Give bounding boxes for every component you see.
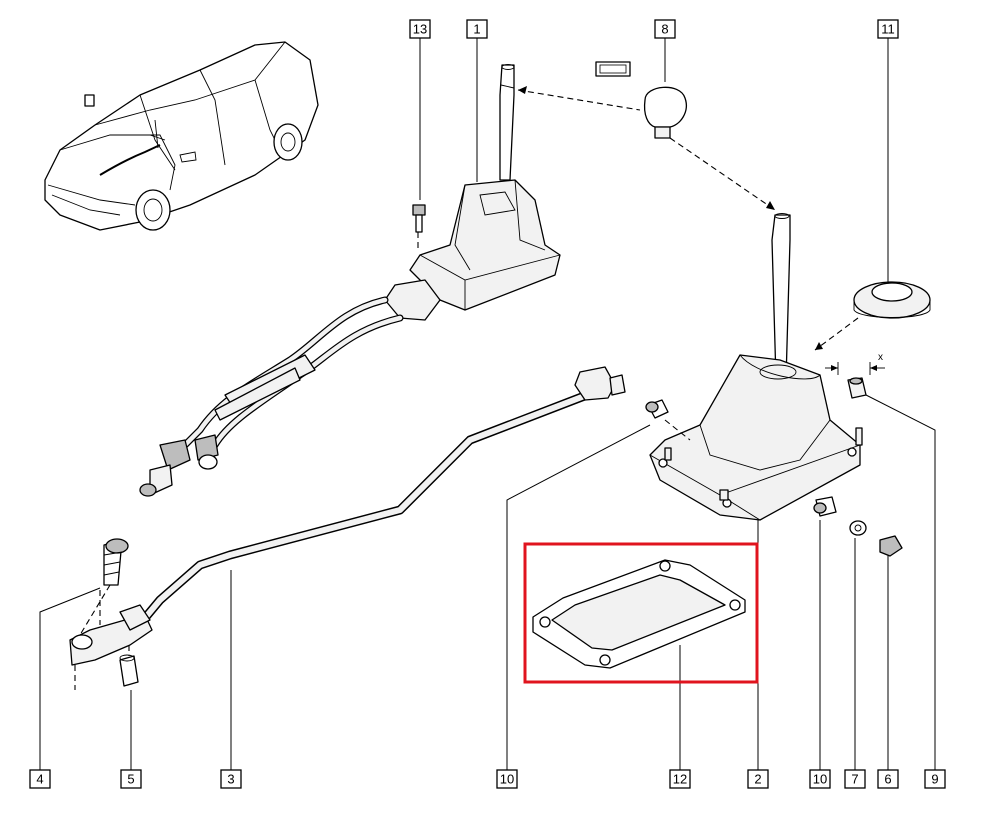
callout-7[interactable]: 7 (844, 769, 866, 789)
highlight-frame (523, 542, 759, 684)
callout-13-label: 13 (413, 22, 427, 37)
callout-4-label: 4 (36, 772, 43, 787)
callout-9[interactable]: 9 (924, 769, 946, 789)
callout-10-right[interactable]: 10 (809, 769, 831, 789)
callout-1-label: 1 (473, 22, 480, 37)
callout-8-label: 8 (661, 22, 668, 37)
gasket-seal (532, 559, 746, 669)
gear-shift-housing (649, 213, 863, 521)
callout-5[interactable]: 5 (120, 769, 142, 789)
gear-control-rod (130, 366, 626, 635)
car-illustration (44, 41, 319, 231)
callout-3-label: 3 (227, 772, 234, 787)
callout-2[interactable]: 2 (747, 769, 769, 789)
callout-10-left-label: 10 (500, 772, 514, 787)
assembly-dashed-lines (74, 86, 859, 690)
callout-6[interactable]: 6 (877, 769, 899, 789)
callout-7-label: 7 (851, 772, 858, 787)
gear-shift-lever-assembly (139, 64, 561, 497)
callout-13[interactable]: 13 (409, 19, 431, 39)
callout-4[interactable]: 4 (29, 769, 51, 789)
callout-9-label: 9 (931, 772, 938, 787)
gear-knob (595, 61, 687, 139)
callout-11[interactable]: 11 (877, 19, 899, 39)
callout-1[interactable]: 1 (466, 19, 488, 39)
callout-5-label: 5 (127, 772, 134, 787)
callout-8[interactable]: 8 (654, 19, 676, 39)
callout-10-right-label: 10 (813, 772, 827, 787)
dimension-x-label: x (878, 352, 883, 363)
boot-ring (853, 281, 931, 319)
callout-3[interactable]: 3 (220, 769, 242, 789)
callout-10-left[interactable]: 10 (496, 769, 518, 789)
bolt-13 (412, 204, 426, 233)
callout-12[interactable]: 12 (669, 769, 691, 789)
callout-2-label: 2 (754, 772, 761, 787)
callout-12-label: 12 (673, 772, 687, 787)
callout-6-label: 6 (884, 772, 891, 787)
callout-11-label: 11 (881, 22, 895, 37)
rod-linkage-joint (69, 538, 153, 687)
dimension-x: x (825, 352, 885, 375)
